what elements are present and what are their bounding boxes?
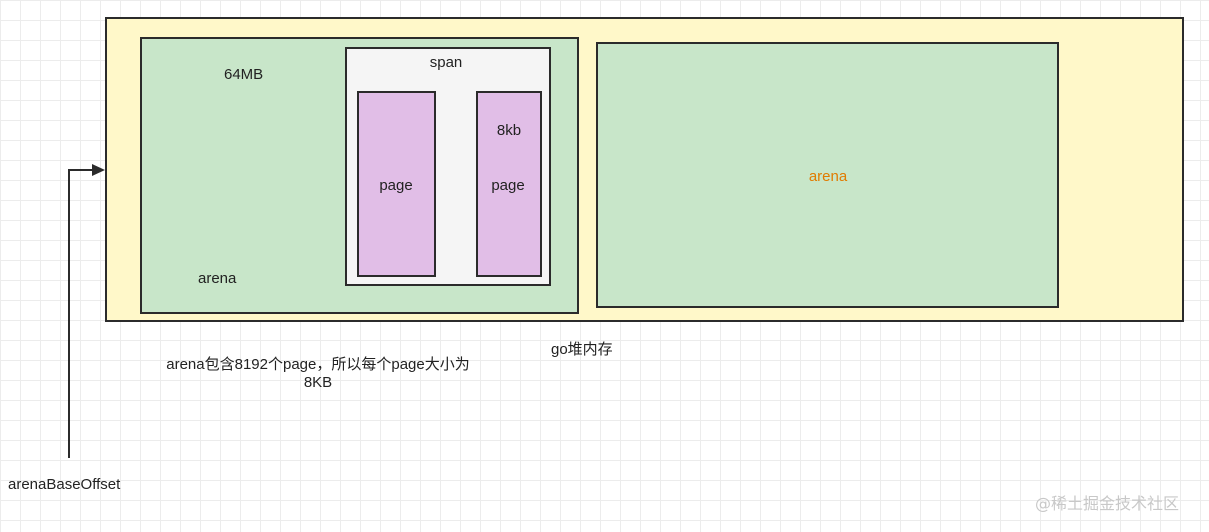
arena-base-offset-label: arenaBaseOffset — [8, 476, 121, 493]
arena-size-label: 64MB — [224, 66, 264, 83]
span-label: span — [429, 54, 463, 71]
page-label-2: page — [491, 177, 525, 194]
arrow-head-icon — [92, 164, 105, 176]
page-box-2 — [476, 91, 542, 277]
page-count-note: arena包含8192个page，所以每个page大小为8KB — [166, 356, 470, 391]
page-label-1: page — [379, 177, 413, 194]
arena-right-label: arena — [808, 168, 848, 185]
heap-label: go堆内存 — [551, 341, 613, 358]
page-box-1 — [357, 91, 436, 277]
arena-box-right — [596, 42, 1059, 308]
watermark-text: @稀土掘金技术社区 — [1035, 494, 1180, 513]
arena-left-label: arena — [198, 270, 237, 287]
page-size-label: 8kb — [496, 122, 522, 139]
